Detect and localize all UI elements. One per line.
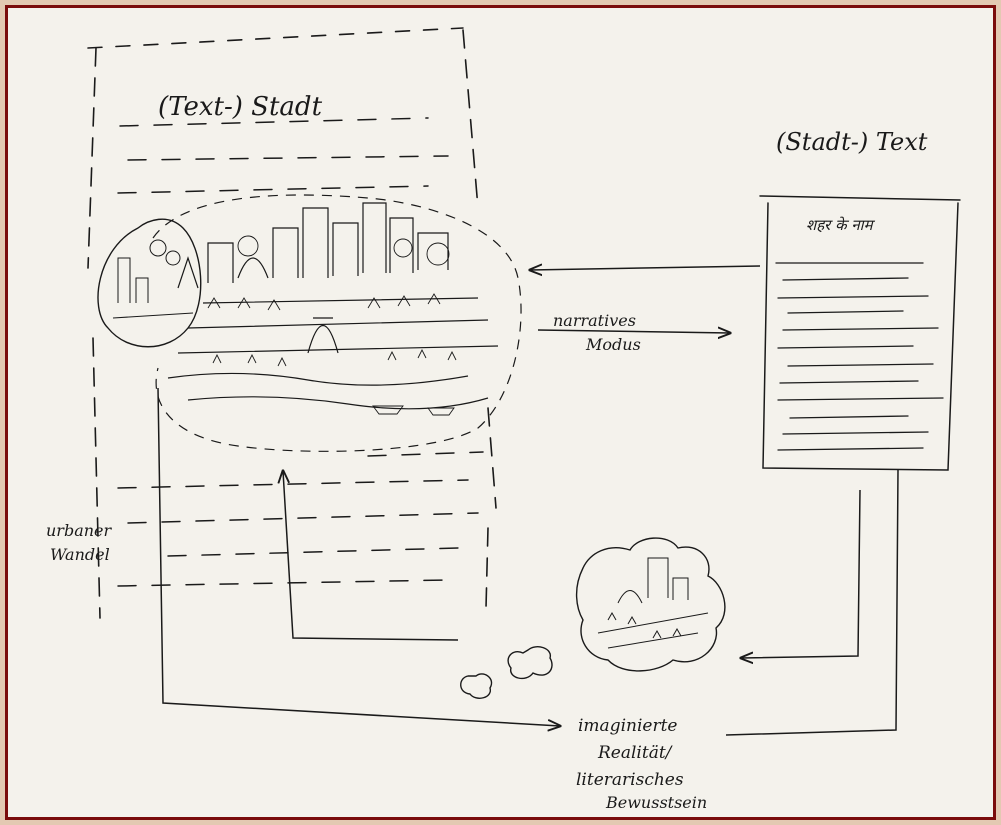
city-sketch: [152, 194, 522, 452]
label-text-city: (Text-) Stadt: [158, 92, 323, 122]
arrow-to-imagination: [741, 489, 861, 658]
arrow-urban-change: [157, 387, 560, 726]
diagram-canvas: (Text-) Stadt (Stadt-) Text शहर के नाम n…: [46, 27, 961, 812]
arrow-back-to-city: [283, 471, 459, 641]
label-narratives: narratives: [553, 311, 636, 330]
label-literarisches: literarisches: [576, 770, 684, 790]
label-city-text: (Stadt-) Text: [776, 128, 928, 156]
arrow-to-city: [530, 266, 761, 270]
label-urbaner: urbaner: [46, 521, 113, 540]
city-text-page: [759, 195, 961, 471]
label-wandel: Wandel: [50, 545, 110, 564]
label-imaginierte: imaginierte: [578, 716, 677, 736]
label-hindi-title: शहर के नाम: [806, 216, 876, 234]
arrow-narrative-mode: [537, 330, 730, 333]
label-realitaet: Realität/: [597, 743, 674, 763]
label-modus: Modus: [585, 335, 641, 354]
arrows: [157, 266, 899, 736]
text-city-page: [87, 27, 497, 619]
label-bewusstsein: Bewusstsein: [605, 793, 707, 812]
thought-bubble-left: [97, 218, 202, 348]
imagined-city-cloud: [460, 537, 726, 699]
line-text-to-reality: [725, 469, 899, 736]
sketch-paper: (Text-) Stadt (Stadt-) Text शहर के नाम n…: [5, 5, 996, 820]
